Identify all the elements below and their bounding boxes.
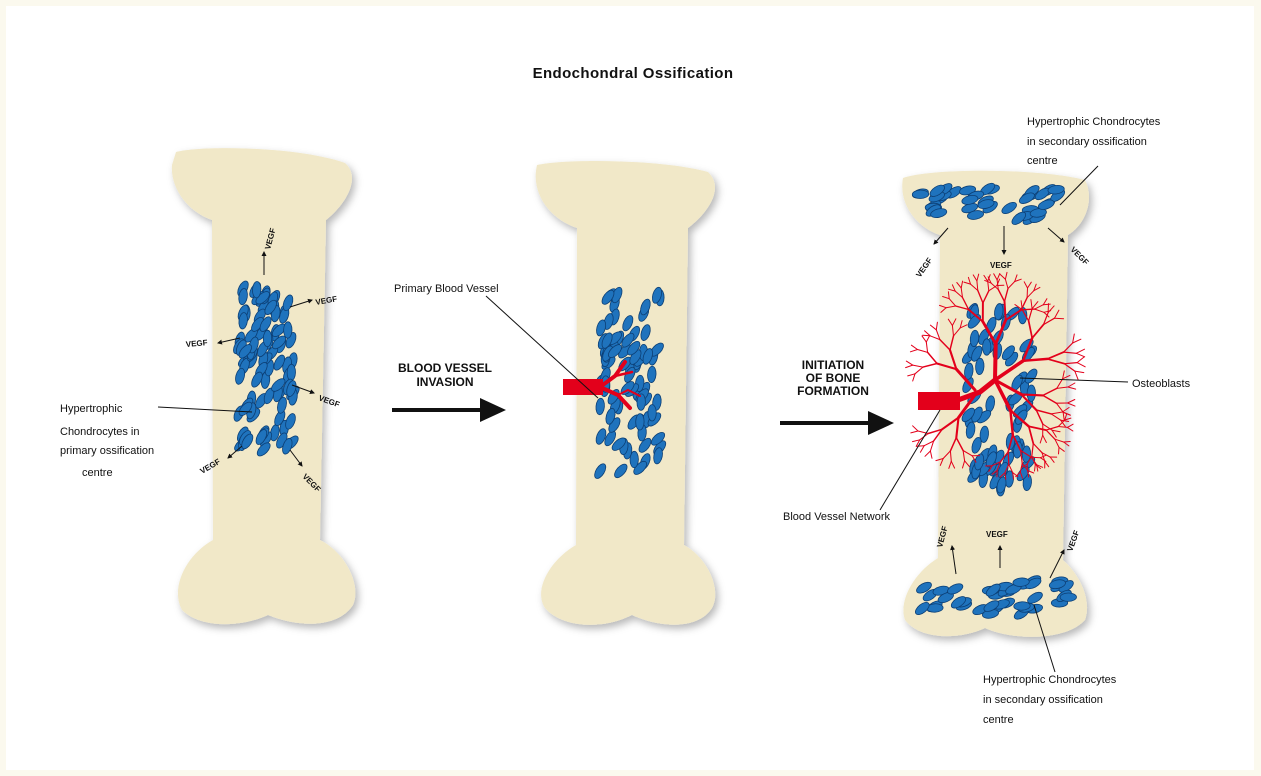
osteoblasts-label: Osteoblasts [1132,378,1191,390]
chondrocyte-cell [637,394,646,411]
blood-vessel-trunk [918,392,960,410]
blood-vessel-branch [1021,309,1034,310]
blood-vessel-branch [1059,447,1060,454]
blood-vessel-branch [1068,383,1075,387]
vegf-label: VEGF [1069,245,1091,267]
blood-vessel-branch [906,361,912,365]
blood-vessel-branch [928,352,937,363]
blood-vessel-branch [930,451,932,458]
label-line: centre [983,714,1014,726]
blood-vessel-branch [926,342,927,352]
chondrocyte-cell [287,364,296,381]
blood-vessel-branch [1005,302,1006,321]
transition-label: INVASION [416,375,473,389]
blood-vessel-branch [906,365,913,368]
blood-vessel-branch [915,367,923,374]
label-line: centre [1027,155,1058,167]
label-line: Hypertrophic [60,403,123,415]
chondrocyte-cell [263,330,272,347]
blood-vessel-branch [913,365,923,367]
blood-vessel-trunk [563,379,603,395]
blood-vessel-branch [911,345,917,349]
label-line: Chondrocytes in [60,426,140,438]
blood-vessel-branch [1076,353,1084,357]
chondrocyte-cell [1060,593,1077,602]
blood-vessel-branch [1067,427,1073,431]
vegf-label: VEGF [986,530,1008,539]
transition-arrow-1: BLOOD VESSEL INVASION [392,361,506,422]
transition-label: INITIATION [802,358,864,372]
vegf-label: VEGF [914,256,934,279]
blood-vessel-branch [926,335,930,342]
blood-vessel-branch [1067,424,1073,427]
blood-vessel-branch [920,446,924,453]
blood-vessel-branch [922,336,926,342]
label-line: in secondary ossification [983,694,1103,706]
chondrocyte-cell [636,414,645,431]
blood-vessel-branch [1008,452,1009,465]
label-line: primary ossification [60,445,154,457]
blood-vessel-branch [1031,457,1040,458]
label-line: centre [82,467,113,479]
blood-vessel-branch [1021,394,1043,395]
transition-arrow-2: INITIATION OF BONE FORMATION [780,358,894,435]
blood-vessel-branch [923,364,937,368]
blood-vessel-branch [1068,403,1076,406]
blood-vessel-branch [1075,371,1084,373]
blood-vessel-branch [918,350,928,353]
blood-vessel-branch [911,431,918,433]
blood-vessel-branch [1077,363,1085,367]
label-line: in secondary ossification [1027,136,1147,148]
blood-vessel-branch [925,451,930,456]
label-line: Hypertrophic Chondrocytes [1027,116,1161,128]
blood-vessel-branch [1068,400,1075,404]
blood-vessel-branch [1064,363,1077,364]
blood-vessel-branch [1077,357,1084,363]
transition-label: FORMATION [797,384,869,398]
vegf-label: VEGF [990,261,1012,270]
chondrocyte-cell [1027,385,1036,402]
chondrocyte-cell [983,339,991,355]
blood-vessel-branch [1068,387,1076,389]
blood-vessel-branch [1055,318,1064,319]
label-line: Hypertrophic Chondrocytes [983,674,1117,686]
blood-vessel-branch [1073,339,1081,343]
diagram-title: Endochondral Ossification [533,65,734,82]
blood-vessel-branch [1043,304,1050,305]
chondrocyte-cell [912,190,929,199]
blood-vessel-branch [995,344,996,380]
blood-vessel-network-label: Blood Vessel Network [783,511,890,523]
blood-vessel-branch [1076,349,1084,353]
blood-vessel-branch [1073,334,1075,343]
vegf-label: VEGF [1065,529,1081,553]
blood-vessel-branch [913,426,918,431]
transition-label: BLOOD VESSEL [398,361,492,375]
blood-vessel-branch [1064,442,1071,443]
blood-vessel-branch [1075,371,1078,380]
transition-label: OF BONE [806,371,861,385]
chondrocyte-cell [283,322,292,339]
vegf-label: VEGF [185,338,208,349]
network-label-group: Blood Vessel Network [783,410,940,523]
blood-vessel-branch [930,325,936,330]
chondrocyte-cell [648,405,656,421]
blood-vessel-branch [936,322,937,330]
primary-blood-vessel-label: Primary Blood Vessel [394,283,499,295]
blood-vessel-branch [910,350,917,352]
